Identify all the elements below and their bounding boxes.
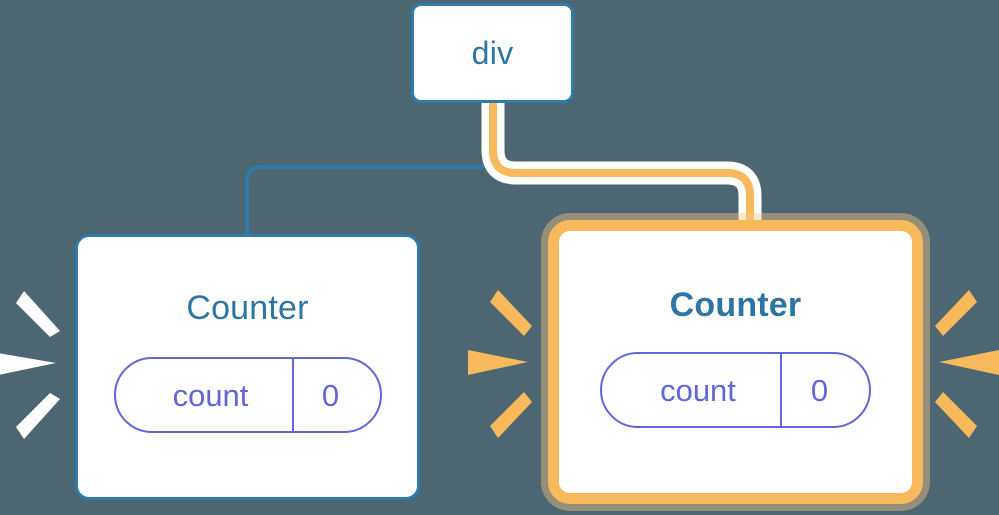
- node-counter-right-label: Counter: [669, 286, 802, 324]
- node-counter-right[interactable]: Counter count 0: [548, 220, 923, 504]
- ray-icon: [935, 392, 977, 438]
- state-key-label: count: [172, 377, 249, 413]
- ray-icon: [490, 290, 532, 336]
- burst-right-of-left-card: [468, 282, 534, 444]
- ray-icon: [0, 353, 56, 375]
- ray-icon: [468, 350, 528, 375]
- node-div[interactable]: div: [411, 3, 574, 103]
- ray-icon: [16, 291, 60, 337]
- edge-div-to-counter-left: [245, 101, 495, 238]
- burst-left-of-left-card: [0, 285, 62, 445]
- state-pill-left: count 0: [113, 357, 382, 433]
- node-counter-left-label: Counter: [186, 289, 309, 327]
- state-pill-right: count 0: [600, 352, 871, 428]
- state-value-label: 0: [291, 359, 380, 431]
- ray-icon: [490, 392, 532, 438]
- node-counter-left[interactable]: Counter count 0: [75, 234, 420, 500]
- ray-icon: [16, 393, 60, 439]
- edge-div-to-counter-right: [489, 103, 754, 232]
- state-value-label: 0: [780, 354, 869, 426]
- burst-right-of-right-card: [933, 282, 999, 444]
- ray-icon: [939, 350, 999, 375]
- node-div-label: div: [471, 35, 514, 71]
- edge-div-to-counter-right-halo: [481, 103, 762, 232]
- ray-icon: [935, 290, 977, 336]
- state-key-label: count: [660, 372, 736, 408]
